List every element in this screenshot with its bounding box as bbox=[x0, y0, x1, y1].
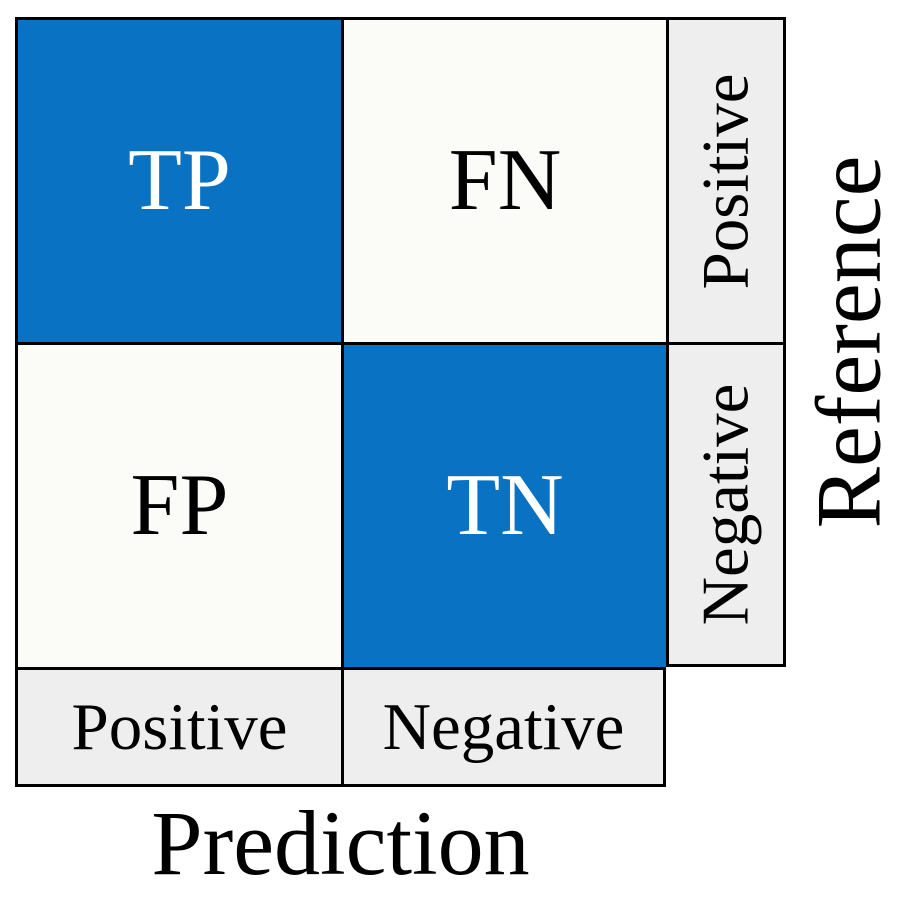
prediction-axis-title: Prediction bbox=[151, 792, 530, 894]
cell-false-positive: FP bbox=[15, 342, 341, 667]
cell-true-negative-label: TN bbox=[446, 457, 564, 554]
cell-true-positive-label: TP bbox=[128, 132, 231, 229]
prediction-category-negative-label: Negative bbox=[382, 689, 625, 764]
cell-true-negative: TN bbox=[341, 342, 666, 667]
reference-category-positive: Positive bbox=[666, 17, 786, 342]
reference-category-negative-label: Negative bbox=[688, 383, 763, 626]
confusion-matrix-grid: TP FN Positive FP TN Negative Positive N… bbox=[15, 17, 786, 787]
reference-axis-title-text: Reference bbox=[797, 155, 900, 529]
prediction-category-positive-label: Positive bbox=[71, 689, 288, 764]
corner-blank bbox=[666, 667, 786, 787]
reference-category-positive-label: Positive bbox=[688, 73, 763, 289]
cell-true-positive: TP bbox=[15, 17, 341, 342]
prediction-category-negative: Negative bbox=[341, 667, 666, 787]
cell-false-negative: FN bbox=[341, 17, 666, 342]
reference-category-negative: Negative bbox=[666, 342, 786, 667]
cell-false-positive-label: FP bbox=[130, 457, 229, 554]
cell-false-negative-label: FN bbox=[448, 132, 562, 229]
reference-axis-title: Reference bbox=[786, 17, 911, 667]
prediction-category-positive: Positive bbox=[15, 667, 341, 787]
